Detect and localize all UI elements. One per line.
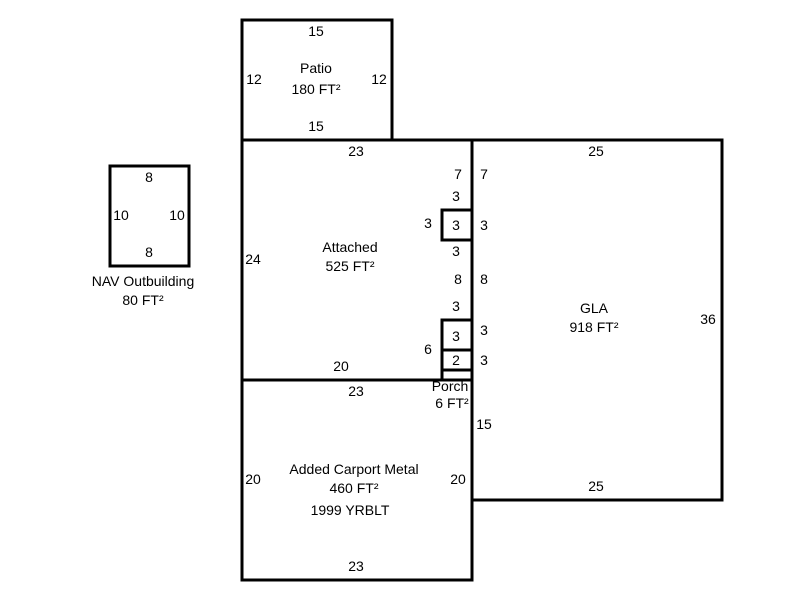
attached-dim: 2 [452,352,460,368]
nav-dim-bottom: 8 [145,244,153,260]
carport-outline [240,378,474,582]
gla-dim: 7 [480,166,488,182]
attached-dim: 3 [452,298,460,314]
nav-label: NAV Outbuilding [92,273,194,289]
attached-dim: 3 [480,352,488,368]
patio-dim-left: 12 [246,71,262,87]
attached-dim: 3 [452,328,460,344]
attached-dim: 3 [452,188,460,204]
attached-label: Attached [322,239,377,255]
nav-area: 80 FT² [122,292,164,308]
nav-outline [108,164,191,268]
attached-dim: 6 [424,341,432,357]
carport-dim-left: 20 [245,471,261,487]
gla-dim: 3 [480,322,488,338]
attached-dim: 3 [452,217,460,233]
carport-label: Added Carport Metal [289,461,418,477]
patio-area: 180 FT² [291,81,340,97]
carport-dim-right: 20 [450,471,466,487]
gla-dim: 15 [476,416,492,432]
gla-dim-bottom: 25 [588,478,604,494]
gla-label: GLA [580,300,609,316]
carport-dim-top: 23 [348,383,364,399]
porch-outline [442,348,474,380]
attached-dim: 7 [454,166,462,182]
attached-dim: 8 [454,271,462,287]
carport-area: 460 FT² [329,480,378,496]
attached-dim-bottom: 20 [333,358,349,374]
attached-dim: 3 [452,243,460,259]
attached-dim: 3 [424,215,432,231]
patio-dim-right: 12 [371,71,387,87]
patio-dim-top: 15 [308,23,324,39]
porch-label: Porch [432,378,469,394]
porch-area: 6 FT² [435,395,469,411]
patio-label: Patio [300,60,332,76]
gla-dim: 8 [480,271,488,287]
nav-dim-top: 8 [145,169,153,185]
attached-dim: 3 [480,217,488,233]
nav-dim-right: 10 [169,207,185,223]
gla-area: 918 FT² [569,319,618,335]
carport-dim-bottom: 23 [348,558,364,574]
attached-area: 525 FT² [325,258,374,274]
patio-dim-bottom: 15 [308,118,324,134]
gla-dim-top: 25 [588,143,604,159]
carport-year: 1999 YRBLT [311,502,390,518]
attached-dim-top: 23 [348,143,364,159]
attached-dim-left: 24 [245,251,261,267]
nav-dim-left: 10 [113,207,129,223]
gla-dim-right: 36 [700,311,716,327]
